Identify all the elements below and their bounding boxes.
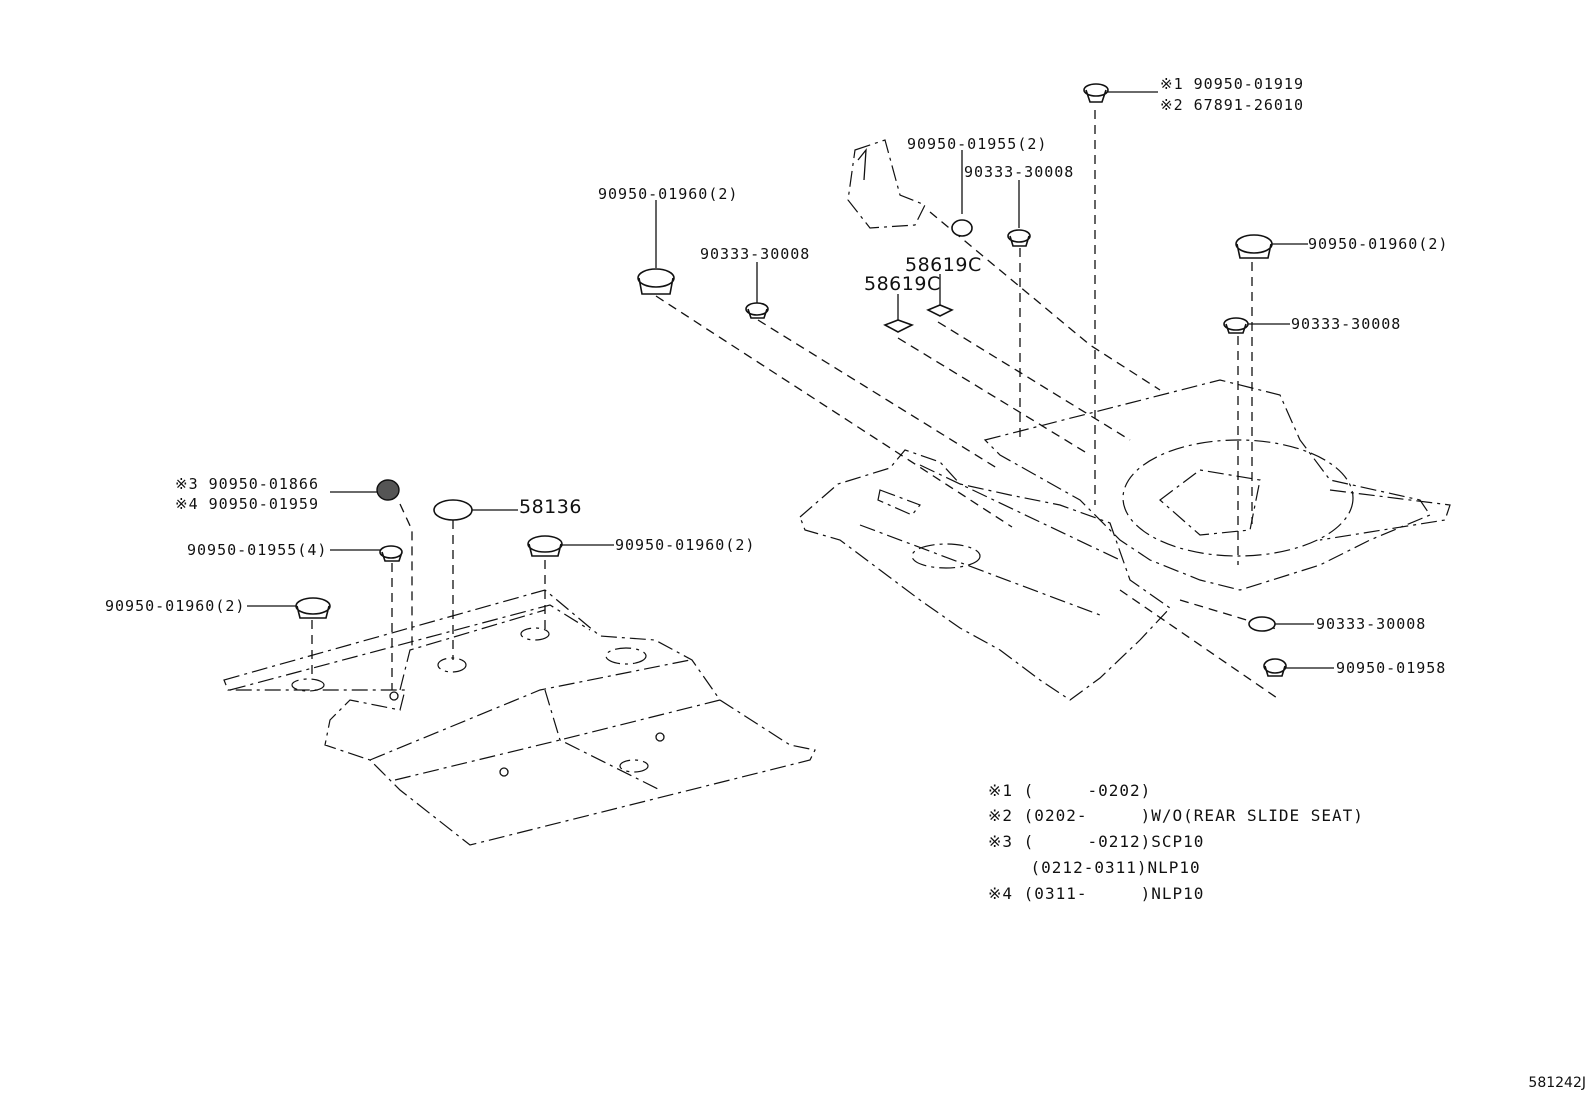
callout-90333-30008-d: 90333-30008 <box>1316 615 1427 633</box>
callout-90950-01955-4: 90950-01955(4) <box>187 541 328 559</box>
pad-58619c-b <box>926 304 954 317</box>
callout-90950-01866: ※3 90950-01866 <box>175 475 319 493</box>
callout-90950-01958: 90950-01958 <box>1336 659 1447 677</box>
callout-67891-26010: ※2 67891-26010 <box>1160 96 1304 114</box>
rear-floor-assembly <box>637 83 1451 701</box>
cap-58136 <box>433 499 473 521</box>
front-floor-assembly <box>223 479 816 846</box>
plug-90950-01955 <box>951 219 973 237</box>
grommet-90950-01960-b <box>527 535 563 557</box>
callout-90950-01960-right: 90950-01960(2) <box>1308 235 1449 253</box>
callout-90950-01960-left: 90950-01960(2) <box>598 185 739 203</box>
grommet-90950-01960-l <box>637 268 675 295</box>
note-4: ※4 (0311- )NLP10 <box>988 884 1205 903</box>
callout-90950-01960-b: 90950-01960(2) <box>615 536 756 554</box>
callout-90333-30008-c: 90333-30008 <box>1291 315 1402 333</box>
callout-58619c-a: 58619C <box>905 254 982 276</box>
plug-90950-01958 <box>1263 658 1287 677</box>
grommet-90950-01960-r <box>1235 234 1273 259</box>
grommet-90950-01960-a <box>295 597 331 619</box>
plug-90950-01866 <box>376 479 400 501</box>
clip-90950-01919 <box>1083 83 1109 103</box>
note-2: ※2 (0202- )W/O(REAR SLIDE SEAT) <box>988 806 1364 825</box>
callout-90333-30008-b: 90333-30008 <box>700 245 811 263</box>
plug-90950-01955-4 <box>379 545 403 562</box>
callout-90950-01955-2: 90950-01955(2) <box>907 135 1048 153</box>
note-3b: (0212-0311)NLP10 <box>988 858 1201 877</box>
pad-58619c-a <box>883 319 915 333</box>
callout-90950-01960-a: 90950-01960(2) <box>105 597 246 615</box>
diagram-code: 581242J <box>1528 1075 1586 1091</box>
plug-90333-b <box>745 302 769 319</box>
callout-58619c-b: 58619C <box>864 273 941 295</box>
plug-90333-d <box>1248 616 1276 632</box>
note-1: ※1 ( -0202) <box>988 781 1152 800</box>
plug-90333-a <box>1007 229 1031 247</box>
note-3: ※3 ( -0212)SCP10 <box>988 832 1205 851</box>
callout-58136: 58136 <box>519 496 582 518</box>
plug-90333-c <box>1223 317 1249 334</box>
callout-90333-30008-a: 90333-30008 <box>964 163 1075 181</box>
callout-90950-01919: ※1 90950-01919 <box>1160 75 1304 93</box>
callout-90950-01959: ※4 90950-01959 <box>175 495 319 513</box>
